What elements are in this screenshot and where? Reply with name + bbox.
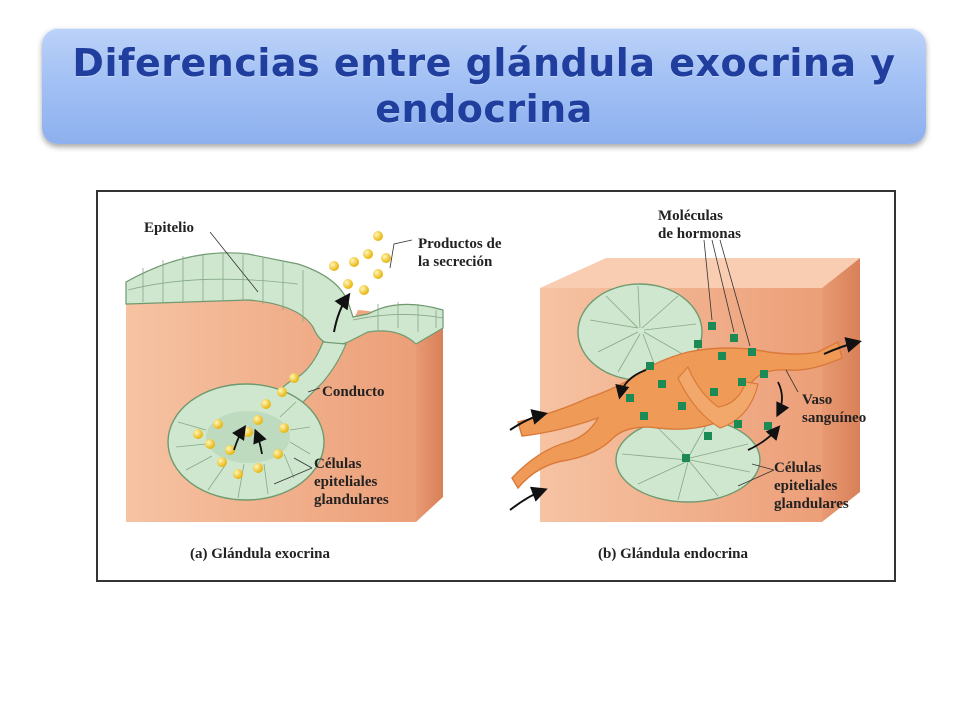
label-hormones-line1: Moléculas bbox=[658, 208, 723, 224]
caption-endocrine: (b) Glándula endocrina bbox=[598, 546, 749, 562]
vessel-inflow-arrow-top bbox=[509, 409, 548, 431]
vessel-inflow-arrow-bottom bbox=[509, 486, 548, 511]
caption-exocrine: (a) Glándula exocrina bbox=[190, 546, 331, 562]
label-exocrine-cells-line2: epiteliales bbox=[314, 474, 377, 490]
gland-figure: Epitelio Productos de la secreción Condu… bbox=[96, 190, 896, 582]
endocrine-leader-lines bbox=[703, 239, 799, 487]
label-exocrine-cells-line3: glandulares bbox=[314, 492, 389, 508]
released-secretion-beads bbox=[329, 231, 391, 295]
endocrine-cell-lines bbox=[589, 285, 751, 501]
label-endocrine-cells-line3: glandulares bbox=[774, 496, 849, 512]
label-products-line1: Productos de bbox=[418, 236, 502, 252]
slide-title: Diferencias entre glándula exocrina y en… bbox=[72, 41, 896, 131]
label-products-line2: la secreción bbox=[418, 254, 493, 270]
label-vessel-line2: sanguíneo bbox=[802, 410, 866, 426]
label-hormones-line2: de hormonas bbox=[658, 226, 741, 242]
gland-cell-lines bbox=[175, 401, 311, 499]
title-banner: Diferencias entre glándula exocrina y en… bbox=[42, 28, 926, 144]
exocrine-epithelium bbox=[125, 252, 444, 346]
endocrine-panel: Moléculas de hormonas Vaso sanguíneo Cél… bbox=[509, 208, 866, 562]
hormone-arrow-left bbox=[615, 369, 647, 400]
exocrine-secretion-arrow bbox=[333, 292, 351, 333]
endocrine-vessel-branch bbox=[677, 365, 759, 429]
endocrine-tissue-top bbox=[540, 258, 860, 288]
label-vessel-line1: Vaso bbox=[802, 392, 832, 408]
exocrine-panel: Epitelio Productos de la secreción Condu… bbox=[125, 220, 502, 562]
exocrine-tissue-side bbox=[416, 324, 443, 522]
gland-inner-arrow-2 bbox=[253, 428, 267, 455]
label-epithelium: Epitelio bbox=[144, 220, 194, 236]
endocrine-tissue-side bbox=[822, 258, 860, 522]
label-endocrine-cells-line1: Células bbox=[774, 460, 822, 476]
hormone-arrow-bottom bbox=[747, 425, 781, 451]
label-duct: Conducto bbox=[322, 384, 385, 400]
label-exocrine-cells-line1: Células bbox=[314, 456, 362, 472]
gland-inner-arrow-1 bbox=[232, 425, 246, 451]
label-endocrine-cells-line2: epiteliales bbox=[774, 478, 837, 494]
exocrine-leader-lines bbox=[209, 231, 413, 485]
gland-diagram: Epitelio Productos de la secreción Condu… bbox=[125, 208, 866, 562]
hormone-arrow-right bbox=[776, 381, 790, 418]
epithelium-cell-lines bbox=[127, 254, 444, 332]
vessel-outflow-arrow bbox=[823, 337, 862, 355]
